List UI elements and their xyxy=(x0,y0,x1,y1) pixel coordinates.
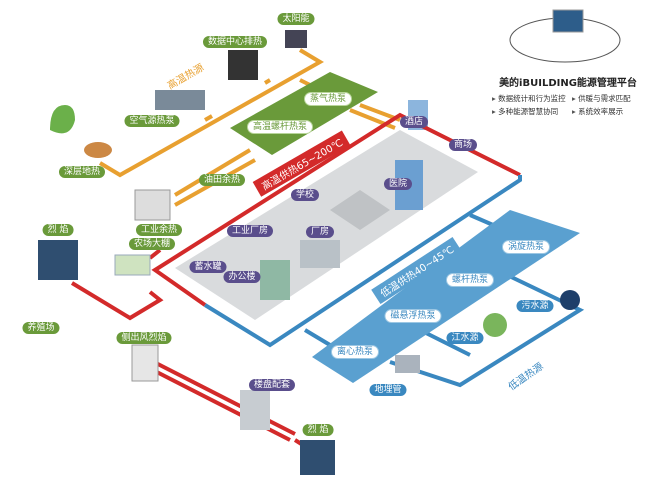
label-solar: 太阳能 xyxy=(277,13,315,25)
label-water-tank: 蓄水罐 xyxy=(189,261,227,273)
flame-unit-icon xyxy=(300,440,335,475)
label-centrifugal-pump: 离心热泵 xyxy=(330,345,380,359)
low-temp-supply-loop xyxy=(203,175,585,388)
label-ground-pipe: 地埋管 xyxy=(369,384,407,396)
label-maglev-pump: 磁悬浮热泵 xyxy=(384,309,442,323)
data-center-icon xyxy=(228,50,258,80)
label-mall: 商场 xyxy=(448,139,478,151)
platform-feature: 系统效率展示 xyxy=(572,106,648,117)
greenhouse-icon xyxy=(114,254,151,276)
cloud-leaf-icon xyxy=(50,105,75,134)
label-residential: 楼盘配套 xyxy=(248,379,296,391)
side-outlet-unit-icon xyxy=(131,344,159,382)
label-side-outlet-flame: 侧出风烈焰 xyxy=(116,332,172,344)
solar-panel-icon xyxy=(285,30,307,48)
factory-icon xyxy=(134,189,171,221)
flame-unit-icon xyxy=(38,240,78,280)
residential-building-icon xyxy=(240,390,270,430)
label-school: 学校 xyxy=(290,189,320,201)
platform-feature: 数据统计和行为监控 xyxy=(492,93,568,104)
label-oilfield: 油田余热 xyxy=(198,174,246,186)
label-screw-pump-high: 高温螺杆热泵 xyxy=(246,120,314,134)
label-hotel: 酒店 xyxy=(399,116,429,128)
platform-title: 美的iBUILDING能源管理平台 xyxy=(499,78,637,89)
label-geothermal: 深层地热 xyxy=(58,166,106,178)
energy-platform-panel: 美的iBUILDING能源管理平台 数据统计和行为监控 供暖与需求匹配 多种能源… xyxy=(488,74,648,117)
monitor-icon xyxy=(552,9,584,33)
label-hospital: 医院 xyxy=(383,178,413,190)
geothermal-icon xyxy=(84,142,112,158)
label-industrial-waste-heat: 工业余热 xyxy=(135,224,183,236)
sewage-tank-icon xyxy=(560,290,580,310)
label-sewage-source: 污水源 xyxy=(516,300,554,312)
label-river-source: 江水源 xyxy=(446,332,484,344)
label-screw-pump-low: 螺杆热泵 xyxy=(445,273,495,287)
label-steam-pump: 蒸气热泵 xyxy=(303,92,353,106)
label-office: 办公楼 xyxy=(223,271,261,283)
label-breeding-farm: 养殖场 xyxy=(22,322,60,334)
label-industrial-plant: 工业厂房 xyxy=(226,225,274,237)
label-air-source: 空气源热泵 xyxy=(124,115,180,127)
ground-pipe-icon xyxy=(395,355,420,373)
label-data-center: 数据中心排热 xyxy=(202,36,268,48)
label-factory: 厂房 xyxy=(305,226,335,238)
platform-feature-list: 数据统计和行为监控 供暖与需求匹配 多种能源智慧协同 系统效率展示 xyxy=(492,93,648,117)
platform-feature: 供暖与需求匹配 xyxy=(572,93,648,104)
label-scroll-pump: 涡旋热泵 xyxy=(501,240,551,254)
river-icon xyxy=(483,313,507,337)
platform-feature: 多种能源智慧协同 xyxy=(492,106,568,117)
label-flame-1: 烈 焰 xyxy=(42,224,74,236)
label-flame-2: 烈 焰 xyxy=(302,424,334,436)
label-greenhouse: 农场大棚 xyxy=(128,238,176,250)
air-source-heat-pump-icon xyxy=(155,90,205,110)
